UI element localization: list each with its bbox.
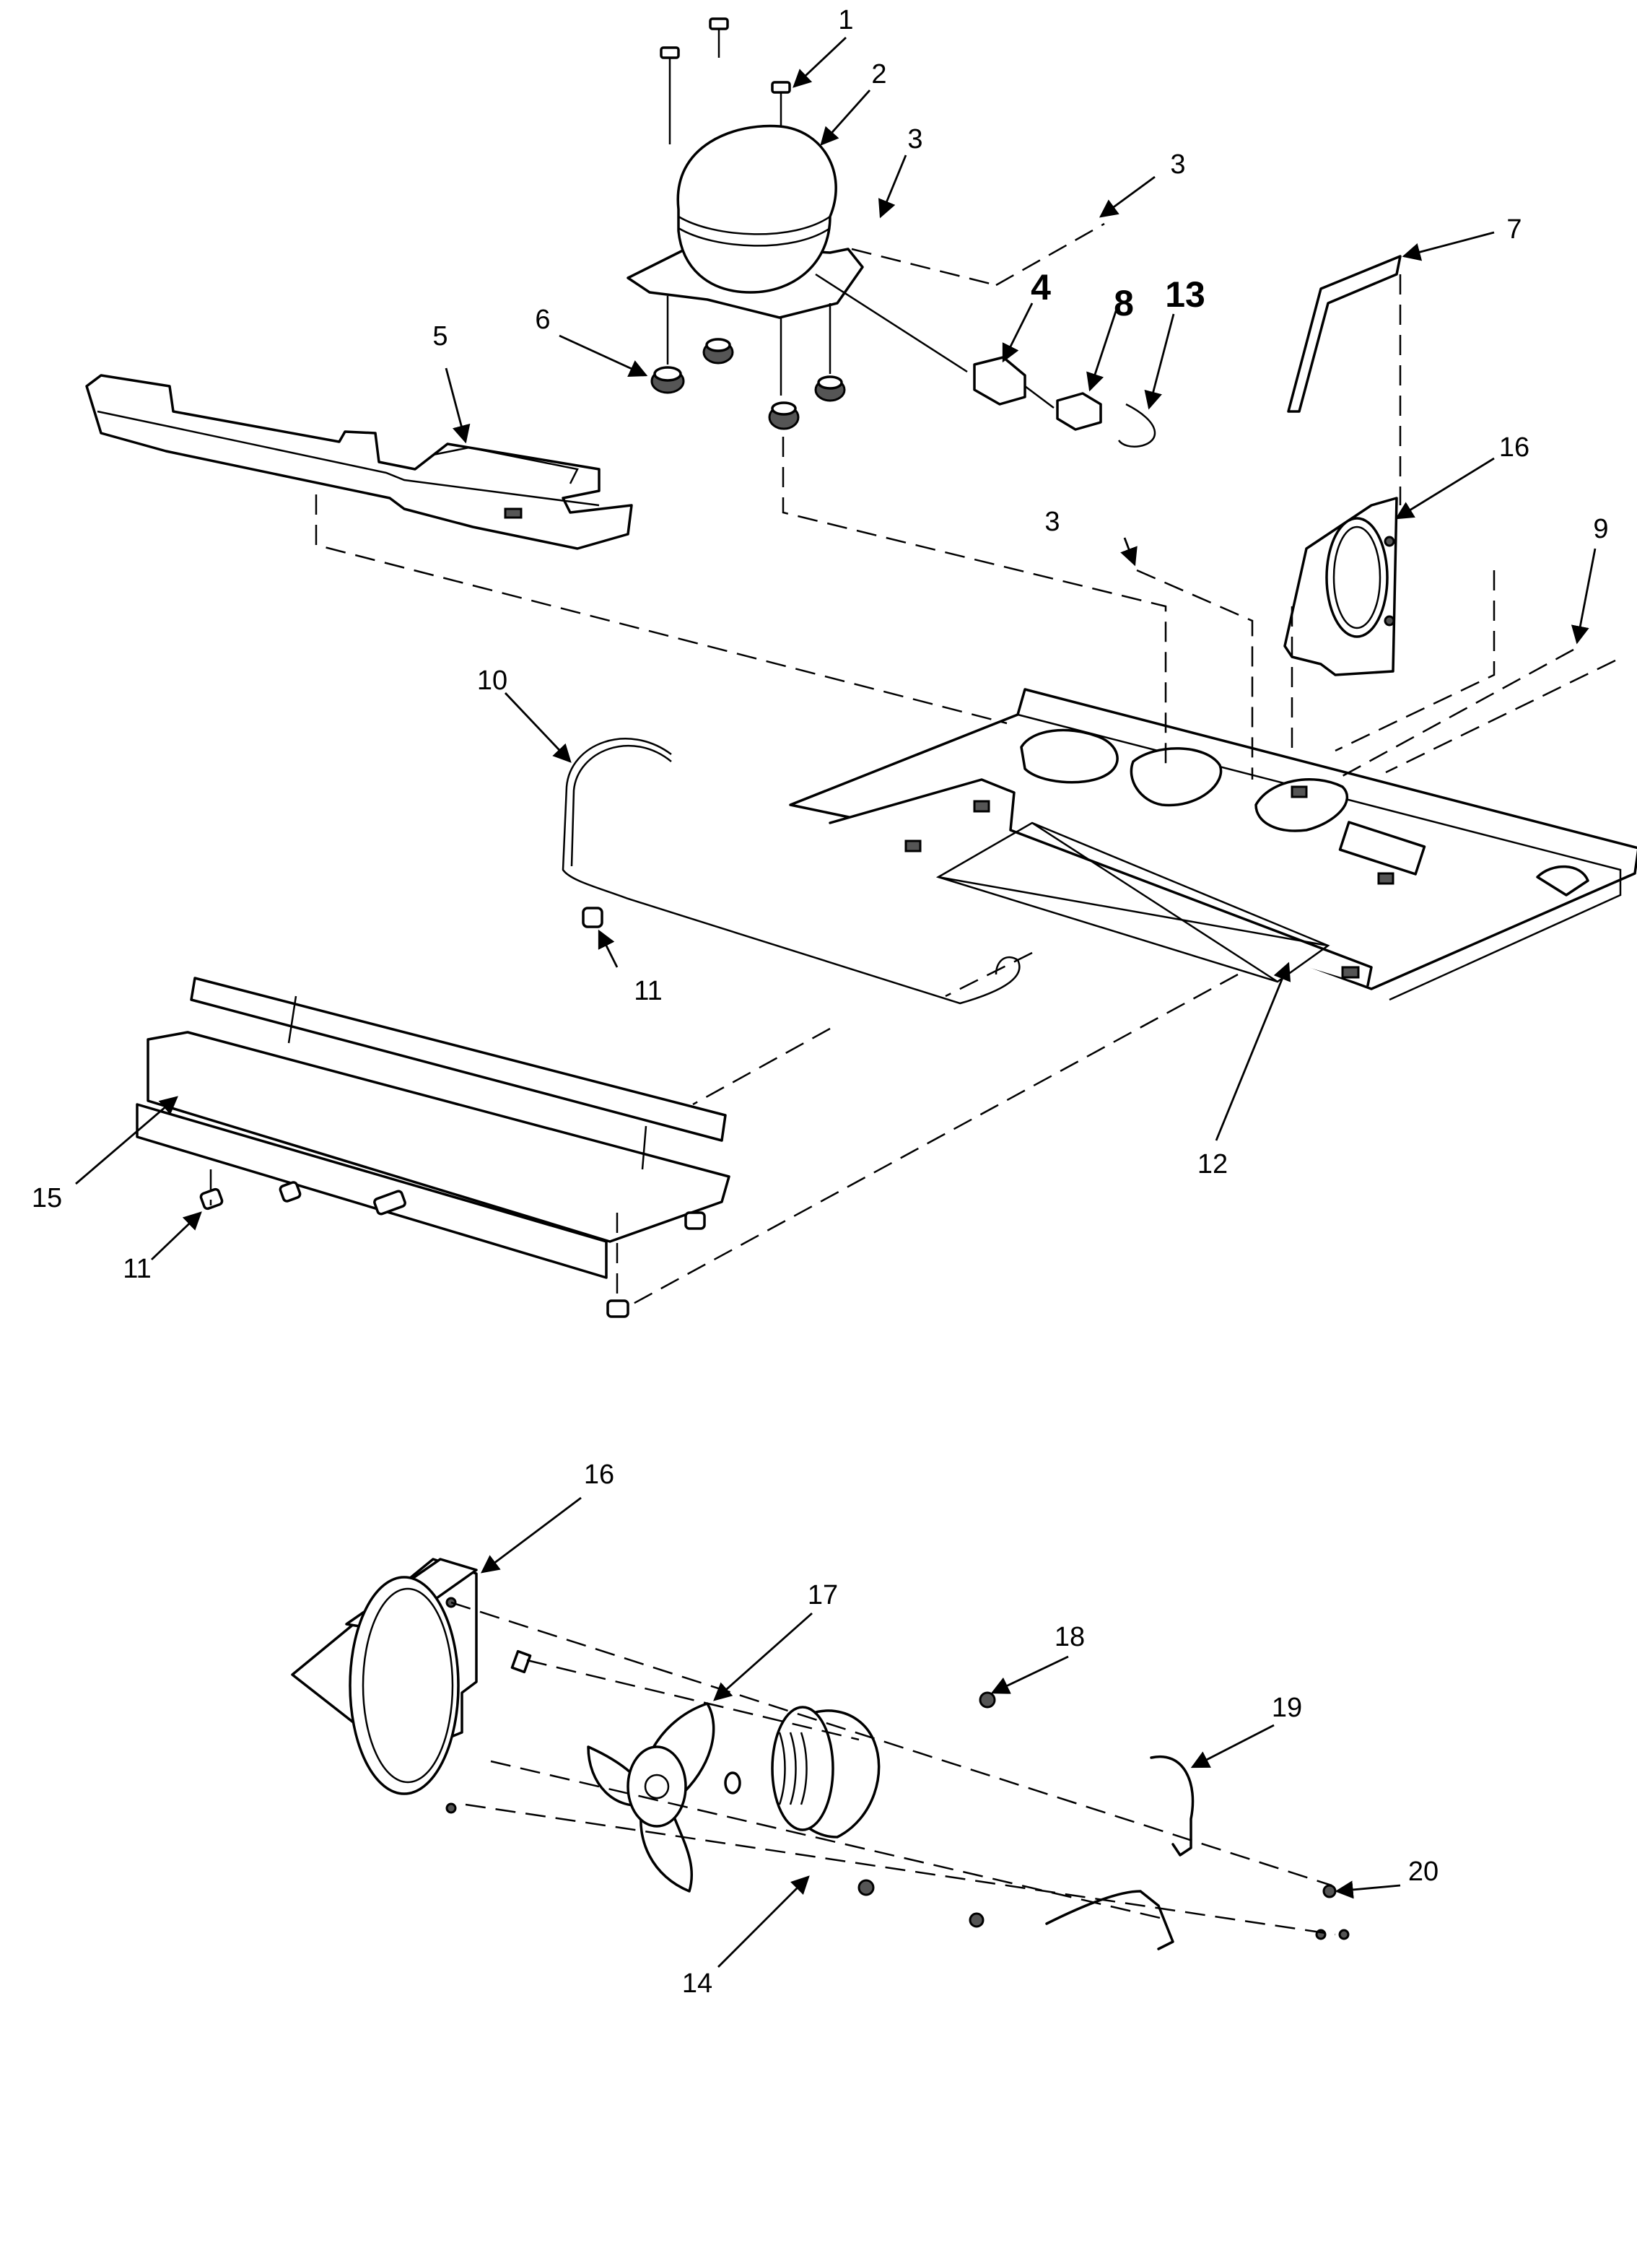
- callout-19: 19: [1272, 1693, 1302, 1723]
- motor-bracket: [1045, 1755, 1195, 1950]
- callout-20: 20: [1408, 1857, 1439, 1887]
- fan-shroud-lower: [291, 1558, 478, 1814]
- callout-4: 4: [1031, 267, 1051, 308]
- condenser-coil: [136, 977, 730, 1279]
- rubber-foot: [199, 1181, 706, 1318]
- mounting-bolt: [660, 17, 791, 144]
- callout-7: 7: [1506, 214, 1522, 245]
- callout-6: 6: [535, 305, 550, 335]
- drain-pan: [85, 374, 633, 550]
- callout-16: 16: [584, 1460, 614, 1490]
- callout-10: 10: [477, 666, 507, 696]
- callout-12: 12: [1197, 1149, 1228, 1179]
- relay-overload-group: [815, 273, 1156, 448]
- callout-2: 2: [871, 59, 886, 90]
- compressor-assembly: [627, 17, 864, 430]
- lower-fasteners: [510, 1649, 1350, 1940]
- callout-3: 3: [1044, 507, 1060, 537]
- shroud-gasket: [1287, 255, 1402, 413]
- fan-blade: [587, 1702, 715, 1893]
- start-relay: [973, 356, 1026, 406]
- callout-5: 5: [432, 321, 448, 352]
- callout-labels: 1 2 3 3 3 4 5 6 7 8 9 10 11 11 12 13 14 …: [32, 5, 1609, 1999]
- callout-11: 11: [634, 976, 662, 1006]
- callout-18: 18: [1055, 1622, 1085, 1652]
- compressor-body: [676, 124, 837, 294]
- callout-leaders: [75, 36, 1597, 1968]
- callout-8: 8: [1114, 283, 1134, 323]
- grommet: [650, 338, 846, 430]
- callout-14: 14: [682, 1968, 712, 1999]
- callout-3: 3: [907, 124, 922, 154]
- fan-shroud-upper: [1283, 255, 1402, 676]
- callout-9: 9: [1593, 514, 1608, 544]
- overload-protector: [1056, 392, 1102, 431]
- callout-1: 1: [838, 5, 853, 35]
- wire-clip: [1117, 403, 1156, 448]
- callout-17: 17: [808, 1580, 838, 1610]
- callout-3: 3: [1170, 149, 1185, 180]
- machine-compartment-base: [789, 688, 1637, 1001]
- callout-11: 11: [123, 1254, 151, 1284]
- assembly-guide-lines: [209, 222, 1616, 1936]
- fan-motor: [724, 1706, 881, 1839]
- callout-13: 13: [1165, 274, 1205, 315]
- callout-16: 16: [1499, 432, 1529, 463]
- callout-15: 15: [32, 1183, 62, 1213]
